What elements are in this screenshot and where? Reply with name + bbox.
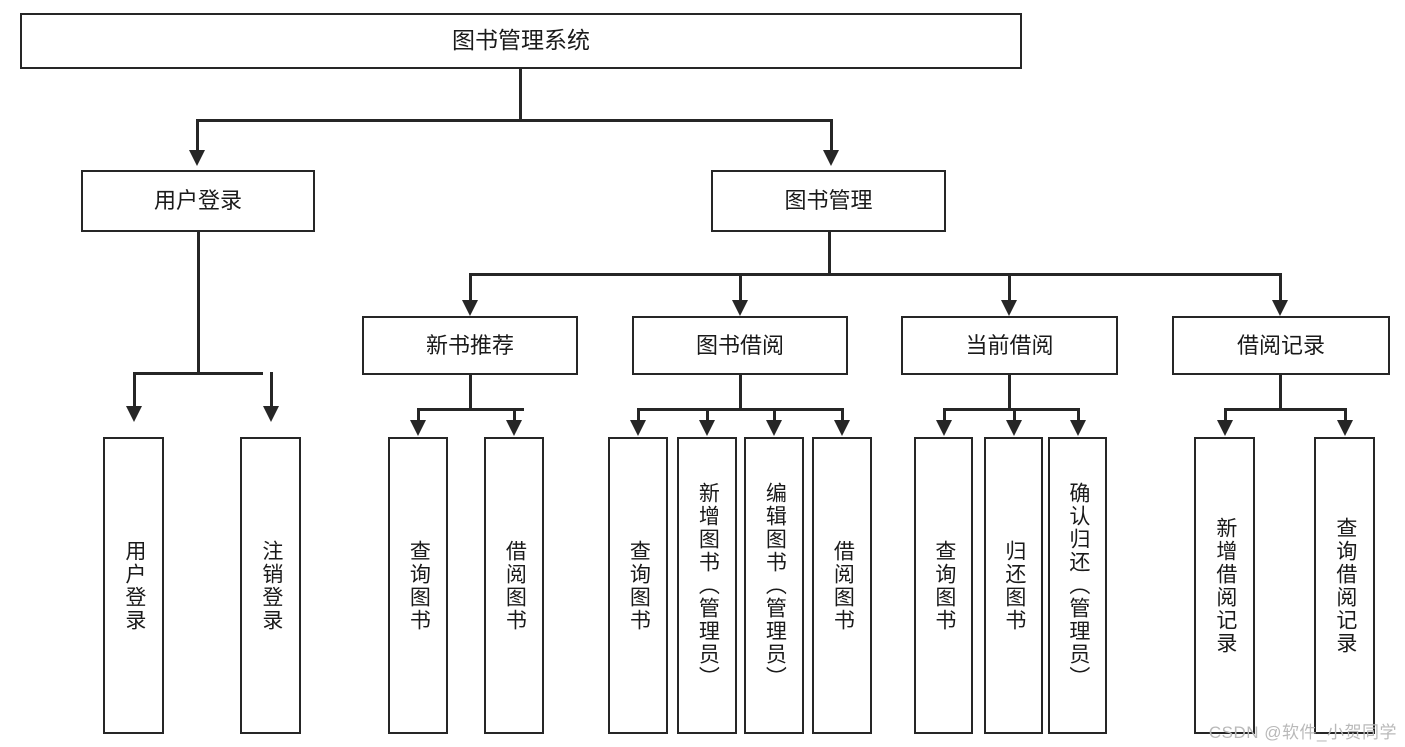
edge-root-to-book-manage (830, 119, 833, 153)
arrow-down-icon (462, 300, 478, 316)
node-root[interactable]: 图书管理系统 (20, 13, 1022, 69)
arrow-down-icon (1337, 420, 1353, 436)
edge-nbr-bus (417, 408, 524, 411)
edge-nbr-stem (469, 375, 472, 409)
edge-root-to-user-login (196, 119, 199, 153)
node-book-borrow[interactable]: 图书借阅 (632, 316, 848, 375)
edge-br-to-leaf-2 (1344, 408, 1347, 424)
arrow-down-icon (1006, 420, 1022, 436)
edge-cb-to-leaf-2 (1013, 408, 1016, 424)
edge-user-login-bus (133, 372, 263, 375)
arrow-down-icon (1070, 420, 1086, 436)
edge-user-login-to-leaf-1 (133, 372, 136, 409)
edge-book-manage-stem (828, 232, 831, 274)
edge-bm-to-new-book-rec (469, 273, 472, 303)
edge-cb-to-leaf-3 (1077, 408, 1080, 424)
node-leaf-confirm-return[interactable]: 确认归还（管理员） (1048, 437, 1107, 734)
arrow-down-icon (630, 420, 646, 436)
arrow-down-icon (189, 150, 205, 166)
arrow-down-icon (506, 420, 522, 436)
arrow-down-icon (936, 420, 952, 436)
arrow-down-icon (1272, 300, 1288, 316)
edge-user-login-to-leaf-2 (270, 372, 273, 409)
node-leaf-logout[interactable]: 注销登录 (240, 437, 301, 734)
node-current-borrow[interactable]: 当前借阅 (901, 316, 1118, 375)
edge-cb-to-leaf-1 (943, 408, 946, 424)
arrow-down-icon (410, 420, 426, 436)
csdn-watermark: CSDN @软件_小贺同学 (1208, 723, 1397, 742)
edge-bb-stem (739, 375, 742, 409)
arrow-down-icon (766, 420, 782, 436)
edge-cb-stem (1008, 375, 1011, 409)
edge-bb-to-leaf-4 (841, 408, 844, 424)
arrow-down-icon (1001, 300, 1017, 316)
edge-bb-to-leaf-2 (706, 408, 709, 424)
edge-bb-bus (637, 408, 843, 411)
edge-bb-to-leaf-1 (637, 408, 640, 424)
arrow-down-icon (126, 406, 142, 422)
node-leaf-query-record[interactable]: 查询借阅记录 (1314, 437, 1375, 734)
arrow-down-icon (1217, 420, 1233, 436)
arrow-down-icon (732, 300, 748, 316)
node-leaf-add-book[interactable]: 新增图书（管理员） (677, 437, 737, 734)
edge-book-manage-bus (469, 273, 1282, 276)
edge-nbr-to-leaf-2 (513, 408, 516, 424)
arrow-down-icon (823, 150, 839, 166)
edge-br-to-leaf-1 (1224, 408, 1227, 424)
node-leaf-borrow-book-1[interactable]: 借阅图书 (484, 437, 544, 734)
edge-bb-to-leaf-3 (773, 408, 776, 424)
edge-bm-to-current-borrow (1008, 273, 1011, 303)
edge-br-bus (1224, 408, 1345, 411)
arrow-down-icon (834, 420, 850, 436)
edge-bm-to-book-borrow (739, 273, 742, 303)
node-leaf-query-book-2[interactable]: 查询图书 (608, 437, 668, 734)
node-leaf-user-login[interactable]: 用户登录 (103, 437, 164, 734)
node-leaf-query-book-1[interactable]: 查询图书 (388, 437, 448, 734)
edge-br-stem (1279, 375, 1282, 409)
edge-cb-bus (943, 408, 1079, 411)
node-leaf-add-record[interactable]: 新增借阅记录 (1194, 437, 1255, 734)
arrow-down-icon (263, 406, 279, 422)
node-leaf-borrow-book-2[interactable]: 借阅图书 (812, 437, 872, 734)
node-leaf-query-book-3[interactable]: 查询图书 (914, 437, 973, 734)
arrow-down-icon (699, 420, 715, 436)
node-book-manage[interactable]: 图书管理 (711, 170, 946, 232)
edge-bm-to-borrow-record (1279, 273, 1282, 303)
node-user-login[interactable]: 用户登录 (81, 170, 315, 232)
edge-root-stem (519, 69, 522, 119)
node-leaf-edit-book[interactable]: 编辑图书（管理员） (744, 437, 804, 734)
node-new-book-rec[interactable]: 新书推荐 (362, 316, 578, 375)
edge-nbr-to-leaf-1 (417, 408, 420, 424)
edge-root-bus (196, 119, 833, 122)
edge-user-login-stem (197, 232, 200, 373)
node-borrow-record[interactable]: 借阅记录 (1172, 316, 1390, 375)
node-leaf-return-book[interactable]: 归还图书 (984, 437, 1043, 734)
